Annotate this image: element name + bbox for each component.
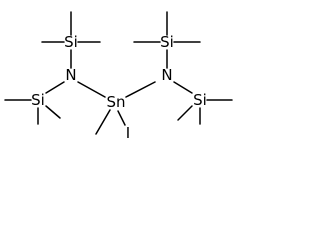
bond-sn-iodine [117,110,126,126]
bond-n-right-si-mr [173,81,193,94]
bond-si-ml-methyl-downright [45,105,61,119]
atom-si-top-right: Si [160,33,174,51]
bond-sn-n-right [125,81,156,98]
bond-si-ml-n-left [45,81,65,94]
bond-si-mr-methyl-downleft [177,105,193,121]
atom-labels: Si N Si Sn N Si Si I [31,33,207,142]
atom-n-right: N [161,66,172,84]
molecular-structure: Si N Si Sn N Si Si I [4,11,233,142]
bond-n-left-sn [77,81,106,98]
atom-si-top-left: Si [64,33,78,51]
atom-iodine: I [126,124,130,142]
atom-si-mid-left: Si [31,91,45,109]
atom-n-left: N [65,66,76,84]
bonds [4,11,233,135]
atom-sn-center: Sn [106,93,125,111]
bond-sn-methyl [95,109,111,135]
atom-si-mid-right: Si [193,91,207,109]
